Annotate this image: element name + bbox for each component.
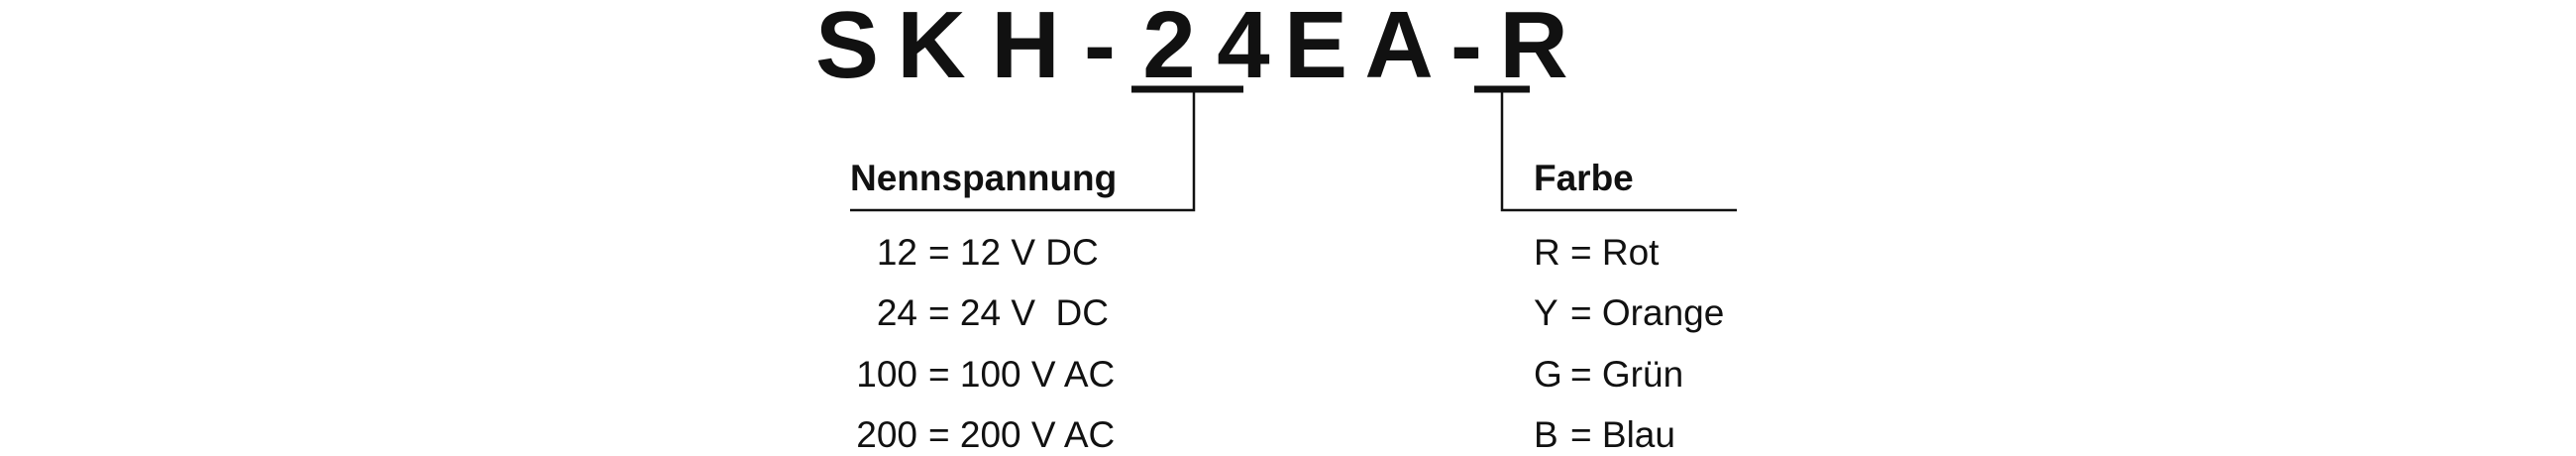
color-group: Farbe R = Rot Y = Orange G = Grün B = Bl… (1534, 158, 1724, 455)
color-description: = Blau (1570, 414, 1675, 455)
model-code: S K H - 2 4 E A - R (815, 0, 1568, 98)
voltage-description: = 24 V DC (928, 292, 1109, 333)
model-char-voltage-1: 2 (1142, 0, 1195, 98)
voltage-code: 24 (877, 292, 917, 333)
color-code: G (1534, 354, 1562, 395)
model-char-a: A (1364, 0, 1433, 98)
color-description: = Orange (1570, 292, 1724, 333)
voltage-code: 200 (856, 414, 917, 455)
model-char-3: H (991, 0, 1059, 98)
color-description: = Rot (1570, 232, 1660, 273)
color-code: Y (1534, 292, 1558, 333)
model-char-dash-2: - (1450, 0, 1482, 98)
model-char-dash-1: - (1084, 0, 1116, 98)
voltage-code: 100 (856, 354, 917, 395)
model-char-1: S (815, 0, 879, 98)
voltage-code: 12 (877, 232, 917, 273)
color-code: R (1534, 232, 1560, 273)
voltage-description: = 12 V DC (928, 232, 1099, 273)
voltage-description: = 100 V AC (928, 354, 1115, 395)
model-char-2: K (897, 0, 965, 98)
voltage-heading: Nennspannung (850, 158, 1117, 198)
model-char-color: R (1499, 0, 1567, 98)
color-heading: Farbe (1534, 158, 1634, 198)
voltage-group: Nennspannung 12 = 12 V DC 24 = 24 V DC 1… (850, 158, 1117, 455)
color-description: = Grün (1570, 354, 1683, 395)
voltage-description: = 200 V AC (928, 414, 1115, 455)
voltage-leader-line (850, 92, 1196, 212)
model-char-voltage-2: 4 (1217, 0, 1269, 98)
model-char-e: E (1284, 0, 1347, 98)
color-leader-line (1500, 92, 1737, 212)
color-code: B (1534, 414, 1558, 455)
